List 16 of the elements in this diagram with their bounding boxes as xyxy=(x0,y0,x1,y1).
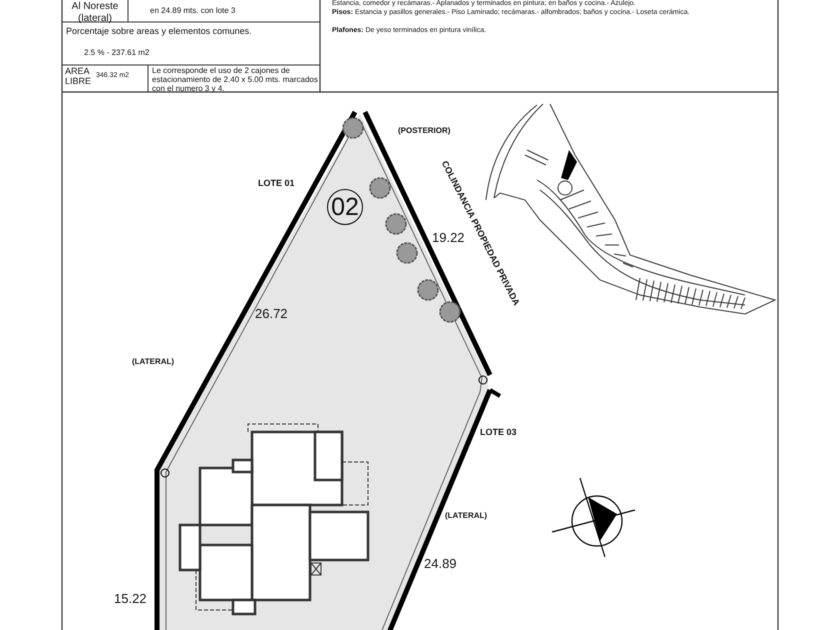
lot-label: LOTE 03 xyxy=(480,427,517,438)
dimension-label: 26.72 xyxy=(255,307,288,322)
table-label: Porcentaje sobre areas y elementos comunes. xyxy=(66,26,253,36)
boundary-label: (LATERAL) xyxy=(132,357,174,366)
lot-label: LOTE 01 xyxy=(258,178,295,188)
dimension-label: 15.22 xyxy=(114,592,147,607)
table-value: 2.5 % - 237.61 m2 xyxy=(84,48,150,58)
table-value: Le corresponde el uso de 2 cajones de estacionamiento de 2.40 x 5.00 mts. marcados con el numero 3 y 4. xyxy=(152,66,319,94)
lot-number-badge: 02 xyxy=(327,189,363,225)
table-label: AREA LIBRE xyxy=(65,66,92,87)
table-value: en 24.89 mts. con lote 3 xyxy=(150,6,236,16)
dimension-label: 19.22 xyxy=(432,231,465,246)
boundary-label: (LATERAL) xyxy=(445,511,488,520)
dimension-label: 24.89 xyxy=(424,557,457,572)
table-label: Al Noreste (lateral) xyxy=(70,1,120,24)
boundary-label: (POSTERIOR) xyxy=(398,126,450,136)
